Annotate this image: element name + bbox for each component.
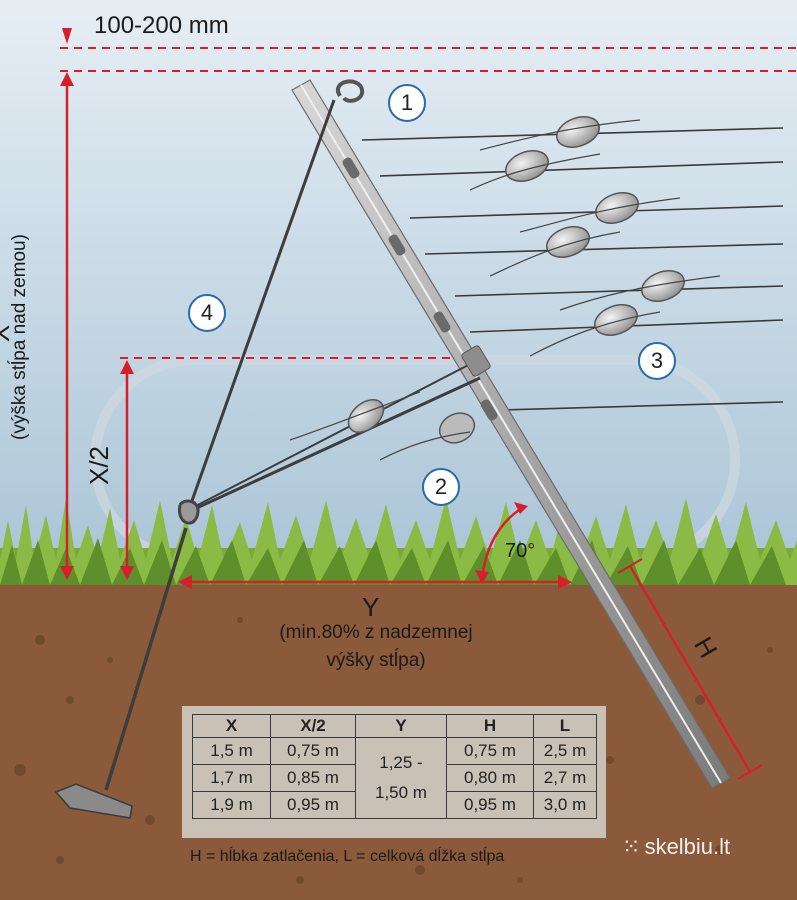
table-cell: 1,7 m xyxy=(192,764,271,792)
y-range-line1: 1,25 - xyxy=(379,753,423,772)
x-dimension-arrow-top xyxy=(60,72,74,86)
wire-insulators xyxy=(347,116,685,434)
table-cell: 0,75 m xyxy=(446,737,534,765)
table-row: 1,5 m 0,75 m 1,25 - 1,50 m 0,75 m 2,5 m xyxy=(192,737,597,819)
table-cell: 0,80 m xyxy=(446,764,534,792)
h-tick-bottom xyxy=(737,764,763,780)
dimension-table: X X/2 Y H L 1,5 m 0,75 m 1,25 - 1,50 m 0… xyxy=(192,714,597,819)
y-range-line2: 1,50 m xyxy=(375,783,427,802)
watermark: ⁙ skelbiu.lt xyxy=(622,834,730,860)
angle-arrow-top xyxy=(514,502,528,514)
xhalf-arrow-top xyxy=(120,360,134,374)
table-row: 1,9 m 0,95 m 0,95 m 3,0 m xyxy=(192,791,597,819)
top-clearance-label: 100-200 mm xyxy=(94,12,229,39)
table-header: Y xyxy=(355,714,447,738)
y-arrow-right xyxy=(558,575,572,589)
angle-label: 70° xyxy=(505,540,536,562)
y-arrow-left xyxy=(178,575,192,589)
post-collar xyxy=(461,345,491,377)
anchor-wire-upper xyxy=(186,99,336,513)
anchor-plate xyxy=(54,783,133,819)
watermark-text: skelbiu.lt xyxy=(644,834,731,859)
callout-3: 3 xyxy=(638,342,676,380)
table-header: X/2 xyxy=(270,714,356,738)
table-cell-y-merged: 1,25 - 1,50 m xyxy=(355,737,447,819)
table-header: L xyxy=(533,714,597,738)
table-cell: 0,75 m xyxy=(270,737,356,765)
table-header: X xyxy=(192,714,271,738)
callout-1: 1 xyxy=(388,84,426,122)
table-cell: 0,95 m xyxy=(446,791,534,819)
watermark-dots-icon: ⁙ xyxy=(622,834,640,859)
x-half-label: X/2 xyxy=(84,445,115,486)
callout-4: 4 xyxy=(188,294,226,332)
table-cell: 3,0 m xyxy=(533,791,597,819)
angle-arc xyxy=(480,506,523,579)
dimension-table-panel: X X/2 Y H L 1,5 m 0,75 m 1,25 - 1,50 m 0… xyxy=(182,706,606,838)
y-label: Y xyxy=(362,592,380,622)
table-cell: 2,7 m xyxy=(533,764,597,792)
anchor-wire-to-post-2 xyxy=(191,359,479,509)
angle-arrow-bottom xyxy=(475,570,489,584)
steel-post xyxy=(291,79,731,789)
table-cell: 1,5 m xyxy=(192,737,271,765)
table-header-row: X X/2 Y H L xyxy=(192,714,597,738)
clearance-arrow xyxy=(62,28,72,44)
anchor-rod xyxy=(104,527,188,791)
h-tick-top xyxy=(617,558,643,574)
x-description: (výška stĺpa nad zemou) xyxy=(9,234,30,440)
table-cell: 2,5 m xyxy=(533,737,597,765)
table-cell: 0,85 m xyxy=(270,764,356,792)
x-dimension-arrow-bottom xyxy=(60,566,74,580)
top-hook xyxy=(336,79,365,103)
y-description-line2: výšky stĺpa) xyxy=(326,650,426,671)
table-cell: 0,95 m xyxy=(270,791,356,819)
h-dimension-line xyxy=(628,565,752,773)
anchor-wire-to-post xyxy=(187,376,481,514)
table-cell: 1,9 m xyxy=(192,791,271,819)
y-description-line1: (min.80% z nadzemnej xyxy=(279,622,473,643)
xhalf-arrow-bottom xyxy=(120,566,134,580)
anchor-loop xyxy=(178,499,200,525)
table-header: H xyxy=(446,714,534,738)
footnote: H = hĺbka zatlačenia, L = celková dĺžka … xyxy=(190,848,505,865)
tie-wires xyxy=(289,119,721,461)
callout-2: 2 xyxy=(422,468,460,506)
